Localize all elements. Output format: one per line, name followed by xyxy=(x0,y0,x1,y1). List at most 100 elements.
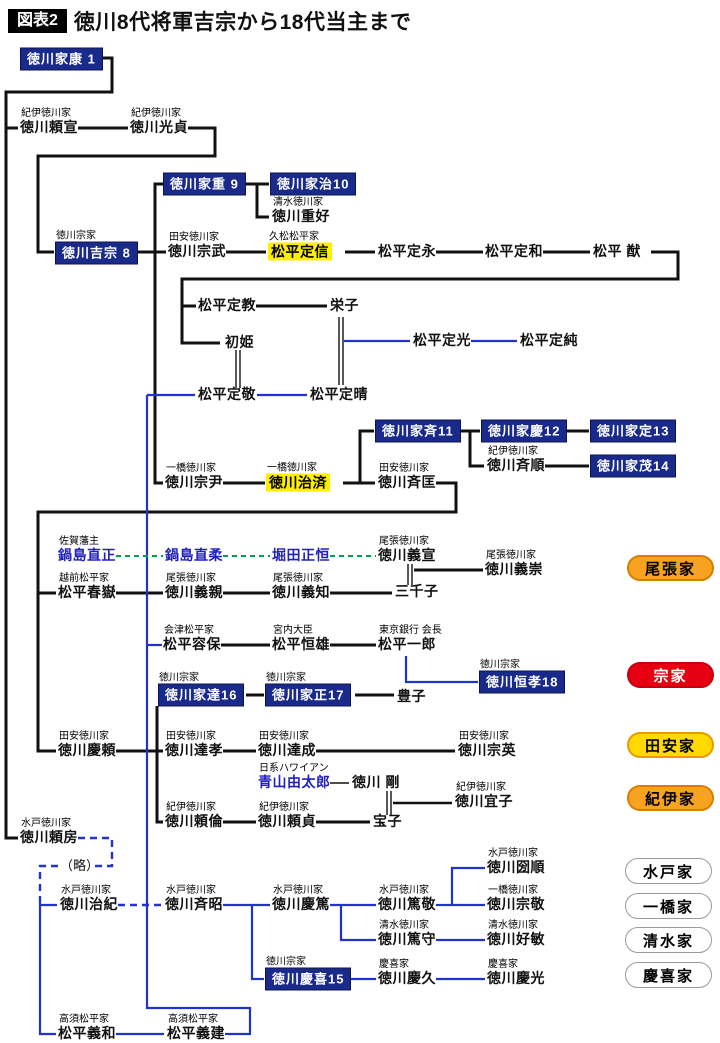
person-node-ryaku: （略） xyxy=(60,857,99,875)
person-node-yoshimitsu: 慶喜家徳川慶光 xyxy=(487,959,545,988)
person-name: 宝子 xyxy=(373,813,402,829)
person-name: 徳川家慶12 xyxy=(481,419,568,443)
person-name: 松平定信 xyxy=(268,242,332,261)
person-name: 徳川家治10 xyxy=(270,172,357,196)
family-line-label: 紀伊徳川家 xyxy=(456,781,506,793)
family-line-label: 紀伊徳川家 xyxy=(131,107,181,119)
person-name: 豊子 xyxy=(397,688,426,704)
person-name: 徳川斉匡 xyxy=(378,474,436,490)
person-node-yuu: 松平 猷 xyxy=(593,243,641,261)
person-name: 徳川家斉11 xyxy=(375,419,461,443)
person-node-iemochi-14: 徳川家茂14 xyxy=(590,454,677,478)
edge-line xyxy=(180,250,680,345)
person-node-tsuneo: 宮内大臣松平恒雄 xyxy=(272,625,330,654)
person-name: 徳川義知 xyxy=(272,584,330,600)
family-line-label: 紀伊徳川家 xyxy=(259,801,309,813)
family-line-label: 日系ハワイアン xyxy=(259,762,329,774)
person-name: 松平 猷 xyxy=(593,243,641,259)
person-node-sadakazu: 松平定和 xyxy=(485,243,543,261)
person-node-ieshige-9: 徳川家重 9 xyxy=(163,172,246,196)
person-name: 徳川義宣 xyxy=(378,547,436,563)
person-node-sadanori: 松平定教 xyxy=(198,297,256,315)
person-node-munetada: 一橋徳川家徳川宗尹 xyxy=(165,463,223,492)
person-name: 徳川家重 9 xyxy=(163,172,246,196)
family-line-label: 水戸徳川家 xyxy=(273,884,323,896)
edge-line xyxy=(250,905,264,981)
person-node-takarako: 宝子 xyxy=(373,813,402,831)
person-node-nariaki: 水戸徳川家徳川斉昭 xyxy=(165,885,223,914)
person-node-yorisada: 紀伊徳川家徳川頼貞 xyxy=(258,802,316,831)
person-name: 徳川宗武 xyxy=(168,243,226,259)
person-name: 徳川篤守 xyxy=(378,931,436,947)
person-name: 徳川義崇 xyxy=(485,561,543,577)
person-name: 松平義建 xyxy=(167,1025,225,1041)
person-node-munefusa: 田安徳川家徳川宗英 xyxy=(458,731,516,760)
family-line-label: 水戸徳川家 xyxy=(166,884,216,896)
person-node-atsuyoshi: 水戸徳川家徳川篤敬 xyxy=(378,885,436,914)
edge-line xyxy=(255,184,269,219)
person-node-yoshiyori: 田安徳川家徳川慶頼 xyxy=(58,731,116,760)
person-node-toyoko: 豊子 xyxy=(397,688,426,706)
family-line-label: 慶喜家 xyxy=(379,958,409,970)
person-name: 徳川慶頼 xyxy=(58,742,116,758)
person-name: 徳川篤敬 xyxy=(378,896,436,912)
person-name: 徳川宗英 xyxy=(458,742,516,758)
family-line-label: 慶喜家 xyxy=(488,958,518,970)
family-line-label: 田安徳川家 xyxy=(259,730,309,742)
person-name: 徳川好敏 xyxy=(487,931,545,947)
person-name: 松平定敬 xyxy=(198,386,256,402)
person-name: 徳川慶久 xyxy=(378,970,436,986)
person-name: 青山由太郎 xyxy=(258,774,331,790)
person-node-ieyasu-1: 徳川家康 1 xyxy=(20,47,103,71)
person-node-harutoshi: 水戸徳川家徳川治紀 xyxy=(60,885,118,914)
edge-line xyxy=(155,706,163,824)
family-line-label: 水戸徳川家 xyxy=(21,817,71,829)
person-name: 徳川頼貞 xyxy=(258,813,316,829)
person-node-go: 徳川 剛 xyxy=(352,774,400,792)
family-line-label: 東京銀行 会長 xyxy=(379,624,442,636)
person-name: 松平定晴 xyxy=(310,386,368,402)
person-name: 徳川斉昭 xyxy=(165,896,223,912)
edge-line xyxy=(153,182,163,485)
person-node-yoshichika: 尾張徳川家徳川義親 xyxy=(165,573,223,602)
family-line-label: 田安徳川家 xyxy=(379,462,429,474)
person-node-nabeshima-naoyasu: 鍋島直柔 xyxy=(165,547,223,565)
person-name: 松平定純 xyxy=(520,332,578,348)
person-node-munetake: 田安徳川家徳川宗武 xyxy=(168,232,226,261)
person-name: 徳川圀順 xyxy=(487,859,545,875)
person-node-nabeshima-naomasa: 佐賀藩主鍋島直正 xyxy=(58,536,116,565)
edge-line xyxy=(339,905,376,942)
edge-line xyxy=(38,902,56,1036)
family-line-label: 水戸徳川家 xyxy=(61,884,111,896)
person-node-ieharu-10: 徳川家治10 xyxy=(270,172,357,196)
family-line-label: 清水徳川家 xyxy=(488,919,538,931)
family-line-label: 宮内大臣 xyxy=(273,624,313,636)
page-title: 徳川8代将軍吉宗から18代当主まで xyxy=(73,11,412,34)
person-name: 松平定和 xyxy=(485,243,543,259)
edge-line xyxy=(36,126,217,254)
house-badge-soke: 宗家 xyxy=(627,662,714,688)
edge-line xyxy=(38,864,58,902)
person-node-shigeyoshi: 清水徳川家徳川重好 xyxy=(272,197,330,226)
person-node-satonari: 田安徳川家徳川達成 xyxy=(258,731,316,760)
edge-line xyxy=(4,56,114,840)
family-line-label: 尾張徳川家 xyxy=(273,572,323,584)
person-node-shungaku: 越前松平家松平春嶽 xyxy=(58,573,116,602)
person-node-tsunenari-18: 徳川宗家徳川恒孝18 xyxy=(479,659,566,694)
family-line-label: 高須松平家 xyxy=(168,1013,218,1025)
person-node-katamori: 会津松平家松平容保 xyxy=(163,625,221,654)
person-name: 徳川達成 xyxy=(258,742,316,758)
person-name: 徳川 剛 xyxy=(352,774,400,790)
house-badge-hitotsubashi: 一橋家 xyxy=(625,893,712,919)
house-badge-keiki: 慶喜家 xyxy=(625,962,712,988)
family-line-label: 田安徳川家 xyxy=(169,231,219,243)
person-node-muneyoshi: 一橋徳川家徳川宗敬 xyxy=(487,885,545,914)
person-name: 徳川重好 xyxy=(272,208,330,224)
person-name: 徳川慶光 xyxy=(487,970,545,986)
person-name: 徳川恒孝18 xyxy=(479,670,566,694)
person-node-yoshikazu: 高須松平家松平義和 xyxy=(58,1014,116,1043)
family-line-label: 一橋徳川家 xyxy=(267,462,317,473)
house-badge-tayasu: 田安家 xyxy=(627,732,714,758)
person-node-yoshinori-owari: 尾張徳川家徳川義宣 xyxy=(378,536,436,565)
person-node-yoshihisa: 慶喜家徳川慶久 xyxy=(378,959,436,988)
